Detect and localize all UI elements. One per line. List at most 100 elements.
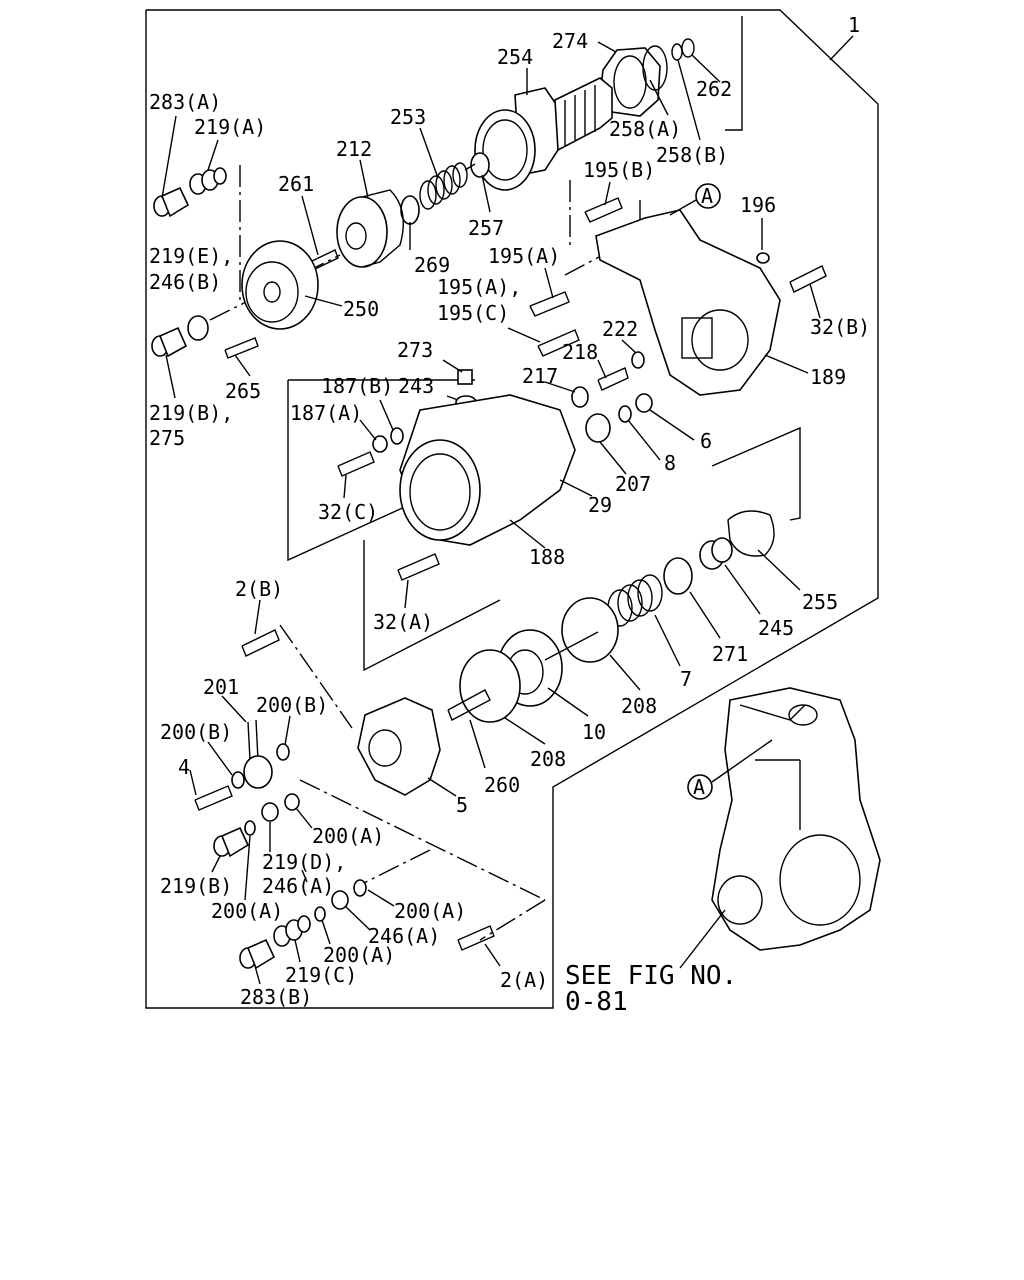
part-246b-nut <box>187 315 209 341</box>
callout-195b: 195(B) <box>583 158 655 182</box>
leader-lines <box>161 41 821 985</box>
part-250-plate <box>241 240 319 330</box>
svg-text:A: A <box>693 775 705 799</box>
callout-219b-2: 219(B) <box>160 874 232 898</box>
callout-207: 207 <box>615 472 651 496</box>
callout-246b: 246(B) <box>149 270 221 294</box>
callout-260: 260 <box>484 773 520 797</box>
subassembly-line-left <box>287 380 421 562</box>
part-219c-nut <box>273 915 311 947</box>
callout-188: 188 <box>529 545 565 569</box>
assembly-frame <box>145 9 879 1009</box>
callout-189: 189 <box>810 365 846 389</box>
callout-257: 257 <box>468 216 504 240</box>
part-208-ring-upper <box>561 597 619 663</box>
callout-274: 274 <box>552 29 588 53</box>
callout-2b: 2(B) <box>235 577 283 601</box>
subassembly-line-low <box>363 540 501 672</box>
part-260-screw <box>447 689 491 721</box>
callout-273: 273 <box>397 338 433 362</box>
callout-218: 218 <box>562 340 598 364</box>
reference-marker-bottom: A <box>687 774 713 800</box>
callout-269: 269 <box>414 253 450 277</box>
part-246a-nut-2 <box>331 890 349 910</box>
part-32a-bolt <box>397 553 440 581</box>
part-200b-washer-2 <box>276 743 290 761</box>
callout-8: 8 <box>664 451 676 475</box>
callout-246a-1: 246(A) <box>262 874 334 898</box>
callout-271: 271 <box>712 642 748 666</box>
part-271-washer <box>663 557 693 595</box>
part-6-nut <box>635 393 653 413</box>
part-195a-bolt <box>529 291 570 317</box>
part-5-cover <box>357 697 441 796</box>
callout-195c: 195(C) <box>437 301 509 325</box>
part-283b-cap <box>239 938 276 970</box>
assembly-number: 1 <box>848 13 860 37</box>
part-207-washer <box>585 413 611 443</box>
callout-200b-1: 200(B) <box>256 693 328 717</box>
callout-219e: 219(E), <box>149 244 233 268</box>
part-222-washer <box>631 351 645 369</box>
axis-line-4 <box>299 779 546 901</box>
part-7-spring <box>607 574 663 627</box>
callout-246a-2: 246(A) <box>368 924 440 948</box>
part-253-spring <box>419 162 476 210</box>
callout-208-2: 208 <box>530 747 566 771</box>
part-265-screw <box>224 337 259 359</box>
part-254-fitting <box>474 77 613 191</box>
callout-261: 261 <box>278 172 314 196</box>
part-32c-bolt <box>337 451 375 477</box>
part-196-pin <box>756 252 770 264</box>
part-273-bolt <box>457 369 473 385</box>
assembly-leader <box>829 35 854 61</box>
svg-text:A: A <box>701 184 713 208</box>
callout-187a: 187(A) <box>290 401 362 425</box>
callout-283b: 283(B) <box>240 985 312 1009</box>
callout-219a: 219(A) <box>194 115 266 139</box>
part-187b-washer <box>390 427 404 445</box>
callout-275: 275 <box>149 426 185 450</box>
part-4-bolt <box>194 785 233 811</box>
callout-217: 217 <box>522 364 558 388</box>
axis-line-6 <box>359 849 431 886</box>
callout-32b: 32(B) <box>810 315 870 339</box>
part-217-bolt <box>571 386 589 408</box>
callout-219b-1: 219(B), <box>149 401 233 425</box>
subassembly-line-right <box>711 426 801 521</box>
callout-258b: 258(B) <box>656 143 728 167</box>
part-283a-cap <box>153 186 190 218</box>
part-200a-washer-1 <box>244 820 256 836</box>
reference-marker-top: A <box>695 183 721 209</box>
part-219b-lower-cap <box>213 826 250 858</box>
callout-201: 201 <box>203 675 239 699</box>
part-200a-washer-4 <box>314 906 326 922</box>
callout-187b: 187(B) <box>321 374 393 398</box>
part-195c-bolt <box>537 329 580 357</box>
callout-219d: 219(D), <box>262 850 346 874</box>
part-32b-bolt <box>789 265 827 293</box>
part-200a-washer-3 <box>353 879 367 897</box>
part-219a-nut <box>189 167 227 195</box>
part-245-nut <box>699 537 733 570</box>
callout-254: 254 <box>497 45 533 69</box>
subassembly-line-top <box>725 16 743 131</box>
part-208-ring-lower <box>459 649 521 723</box>
part-212-piston <box>336 189 404 268</box>
callout-208-1: 208 <box>621 694 657 718</box>
callout-283a: 283(A) <box>149 90 221 114</box>
callout-200a-2: 200(A) <box>211 899 283 923</box>
callout-200b-2: 200(B) <box>160 720 232 744</box>
callout-200a-3: 200(A) <box>394 899 466 923</box>
part-246a-nut-1 <box>261 802 279 822</box>
callout-262: 262 <box>696 77 732 101</box>
callout-258a: 258(A) <box>609 117 681 141</box>
callout-195a-2: 195(A), <box>437 275 521 299</box>
callout-265: 265 <box>225 379 261 403</box>
part-219b-cap <box>151 326 188 358</box>
callout-32a: 32(A) <box>373 610 433 634</box>
part-200a-washer-2 <box>284 793 300 811</box>
part-2b-bolt <box>241 629 280 657</box>
reference-marker-bottom-leader <box>711 739 773 783</box>
